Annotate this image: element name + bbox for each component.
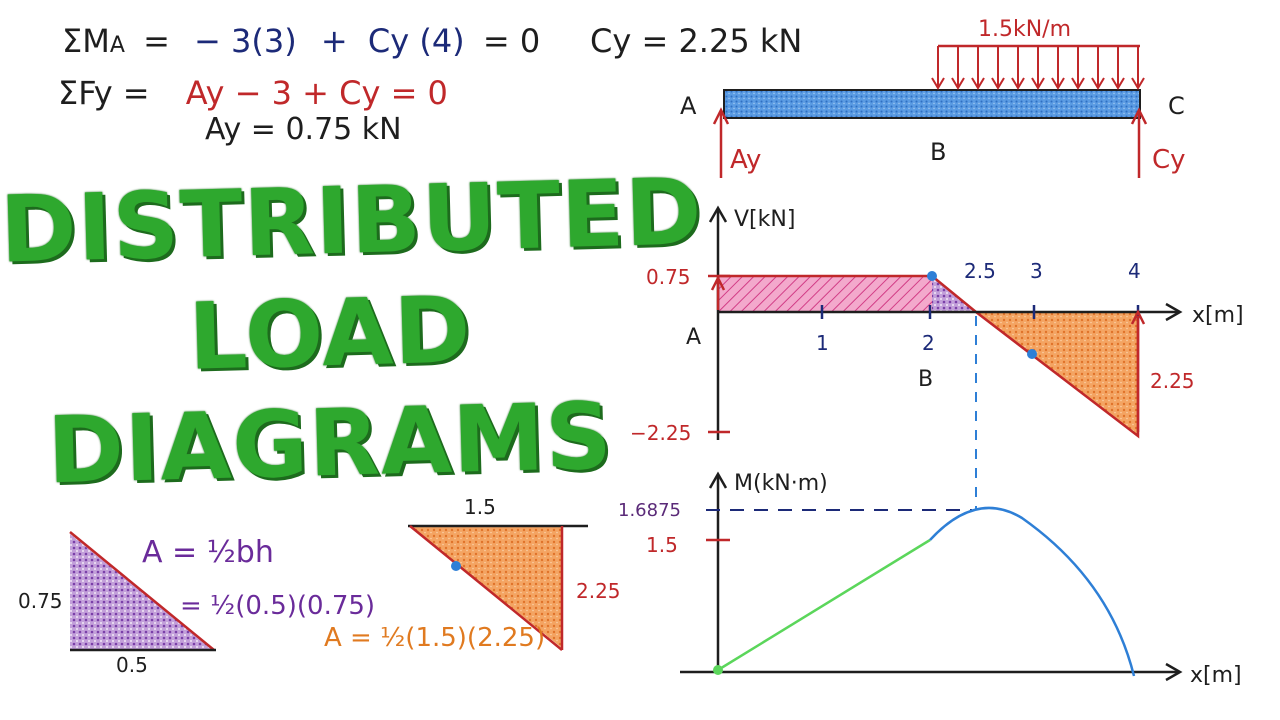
beam-body [723,89,1141,119]
small-triangle-figure: 0.75 0.5 A = ½bh = ½(0.5)(0.75) [18,531,375,677]
shear-label-b: B [918,367,933,392]
fy-sum-terms: Ay − 3 + Cy = 0 [185,74,448,112]
moment-linear-segment [717,538,931,672]
shear-x-tick-3: 3 [1030,259,1043,283]
moment-parabola [929,506,1136,677]
shear-diagram: V[kN] x[m] 0.75 −2.25 1 2 2.5 3 4 A B 2.… [630,205,1244,445]
large-triangle-side-label: 2.25 [576,579,621,603]
shear-start-arrow [710,275,726,310]
moment-plus: + [320,22,348,60]
shear-x-tick-4: 4 [1128,259,1141,283]
shear-x-tick-2-5: 2.5 [964,259,996,283]
small-triangle-base-label: 0.5 [116,653,148,677]
moment-rhs: = 0 [482,22,541,60]
moment-x-label: x[m] [1190,663,1242,688]
load-arrows [931,46,1145,90]
small-triangle-side-label: 0.75 [18,589,63,613]
fy-sum-label: ΣFy = [58,74,150,112]
shear-x-tick-2: 2 [922,331,935,355]
shear-point-b [927,271,937,281]
point-a-label: A [680,92,697,120]
reaction-a-label: Ay [730,145,761,175]
shear-y-label: V[kN] [734,207,795,232]
moment-diagram: M(kN·m) x[m] 1.6875 1.5 [618,471,1242,688]
moment-y-tick-mid-label: 1.5 [646,533,678,557]
moment-equals: = [143,22,170,60]
moment-term-1: − 3(3) [194,22,297,60]
moment-origin-dot [713,665,723,675]
reaction-c-label: Cy [1152,145,1186,175]
shear-y-axis-arrow [708,205,728,223]
shear-end-arrow [1130,309,1146,432]
moment-x-axis-arrow [1165,662,1183,682]
shear-point-mid [1027,349,1037,359]
large-triangle-dot [451,561,461,571]
moment-sum-label: ΣM [62,22,110,60]
shear-positive-area [718,276,932,312]
shear-x-axis-arrow [1165,302,1183,322]
moment-term-2: Cy (4) [367,22,465,60]
small-triangle-area-line-2: = ½(0.5)(0.75) [180,591,375,621]
reaction-a-arrow [712,107,730,178]
shear-x-tick-1: 1 [816,331,829,355]
ay-result: Ay = 0.75 kN [205,112,402,147]
beam-diagram: 1.5kN/m A B C Ay Cy [680,17,1186,178]
fy-equation: ΣFy = Ay − 3 + Cy = 0 [58,74,448,112]
moment-y-tick-max-label: 1.6875 [618,500,681,521]
moment-y-label: M(kN·m) [734,471,828,496]
shear-y-tick-bottom-label: −2.25 [630,421,691,445]
shear-label-a: A [686,325,701,350]
large-triangle-figure: 1.5 2.25 A = ½(1.5)(2.25) [324,495,621,653]
moment-equation: ΣMA = − 3(3) + Cy (4) = 0 [62,22,540,60]
load-label: 1.5kN/m [978,17,1071,42]
cy-result: Cy = 2.25 kN [590,22,803,60]
shear-x-label: x[m] [1192,303,1244,328]
large-triangle-hypotenuse [409,525,563,651]
point-b-label: B [930,138,946,166]
reaction-c-arrow [1130,107,1148,178]
point-c-label: C [1168,92,1185,120]
small-triangle-area-line-1: A = ½bh [142,535,274,570]
shear-y-tick-top-label: 0.75 [646,265,691,289]
small-triangle-hypotenuse [69,531,215,651]
moment-sum-subscript: A [109,33,125,58]
large-triangle-top-label: 1.5 [464,495,496,519]
moment-y-axis-arrow [708,471,728,489]
large-triangle-area-formula: A = ½(1.5)(2.25) [324,623,545,653]
shear-value-right: 2.25 [1150,369,1195,393]
